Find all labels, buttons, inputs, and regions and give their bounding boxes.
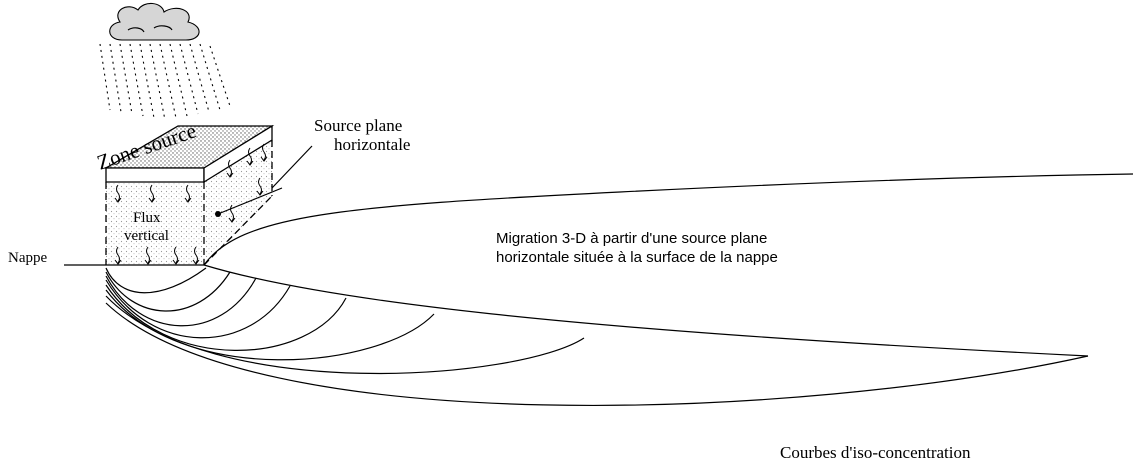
nappe-label: Nappe xyxy=(8,250,47,266)
migration-label-line2: horizontale située à la surface de la na… xyxy=(496,249,778,266)
iso-concentration-label: Courbes d'iso-concentration xyxy=(780,443,971,462)
plume-bottom-edge xyxy=(203,264,1089,357)
source-zone-slab xyxy=(103,124,275,184)
plume-top-edge xyxy=(203,173,1133,266)
flux-label-line1: Flux xyxy=(133,210,161,226)
cloud-icon xyxy=(109,2,200,41)
source-plane-label-line2: horizontale xyxy=(334,135,410,154)
flux-arrows xyxy=(114,143,268,265)
migration-label-line1: Migration 3-D à partir d'une source plan… xyxy=(496,230,767,247)
rain-icon xyxy=(99,43,231,121)
flux-column xyxy=(106,140,272,265)
iso-concentration-curves xyxy=(105,267,1089,406)
leader-lines xyxy=(215,145,313,217)
flux-label-line2: vertical xyxy=(124,228,169,244)
column-dashed-edges xyxy=(105,140,273,266)
source-plane-label-line1: Source plane xyxy=(314,116,402,135)
